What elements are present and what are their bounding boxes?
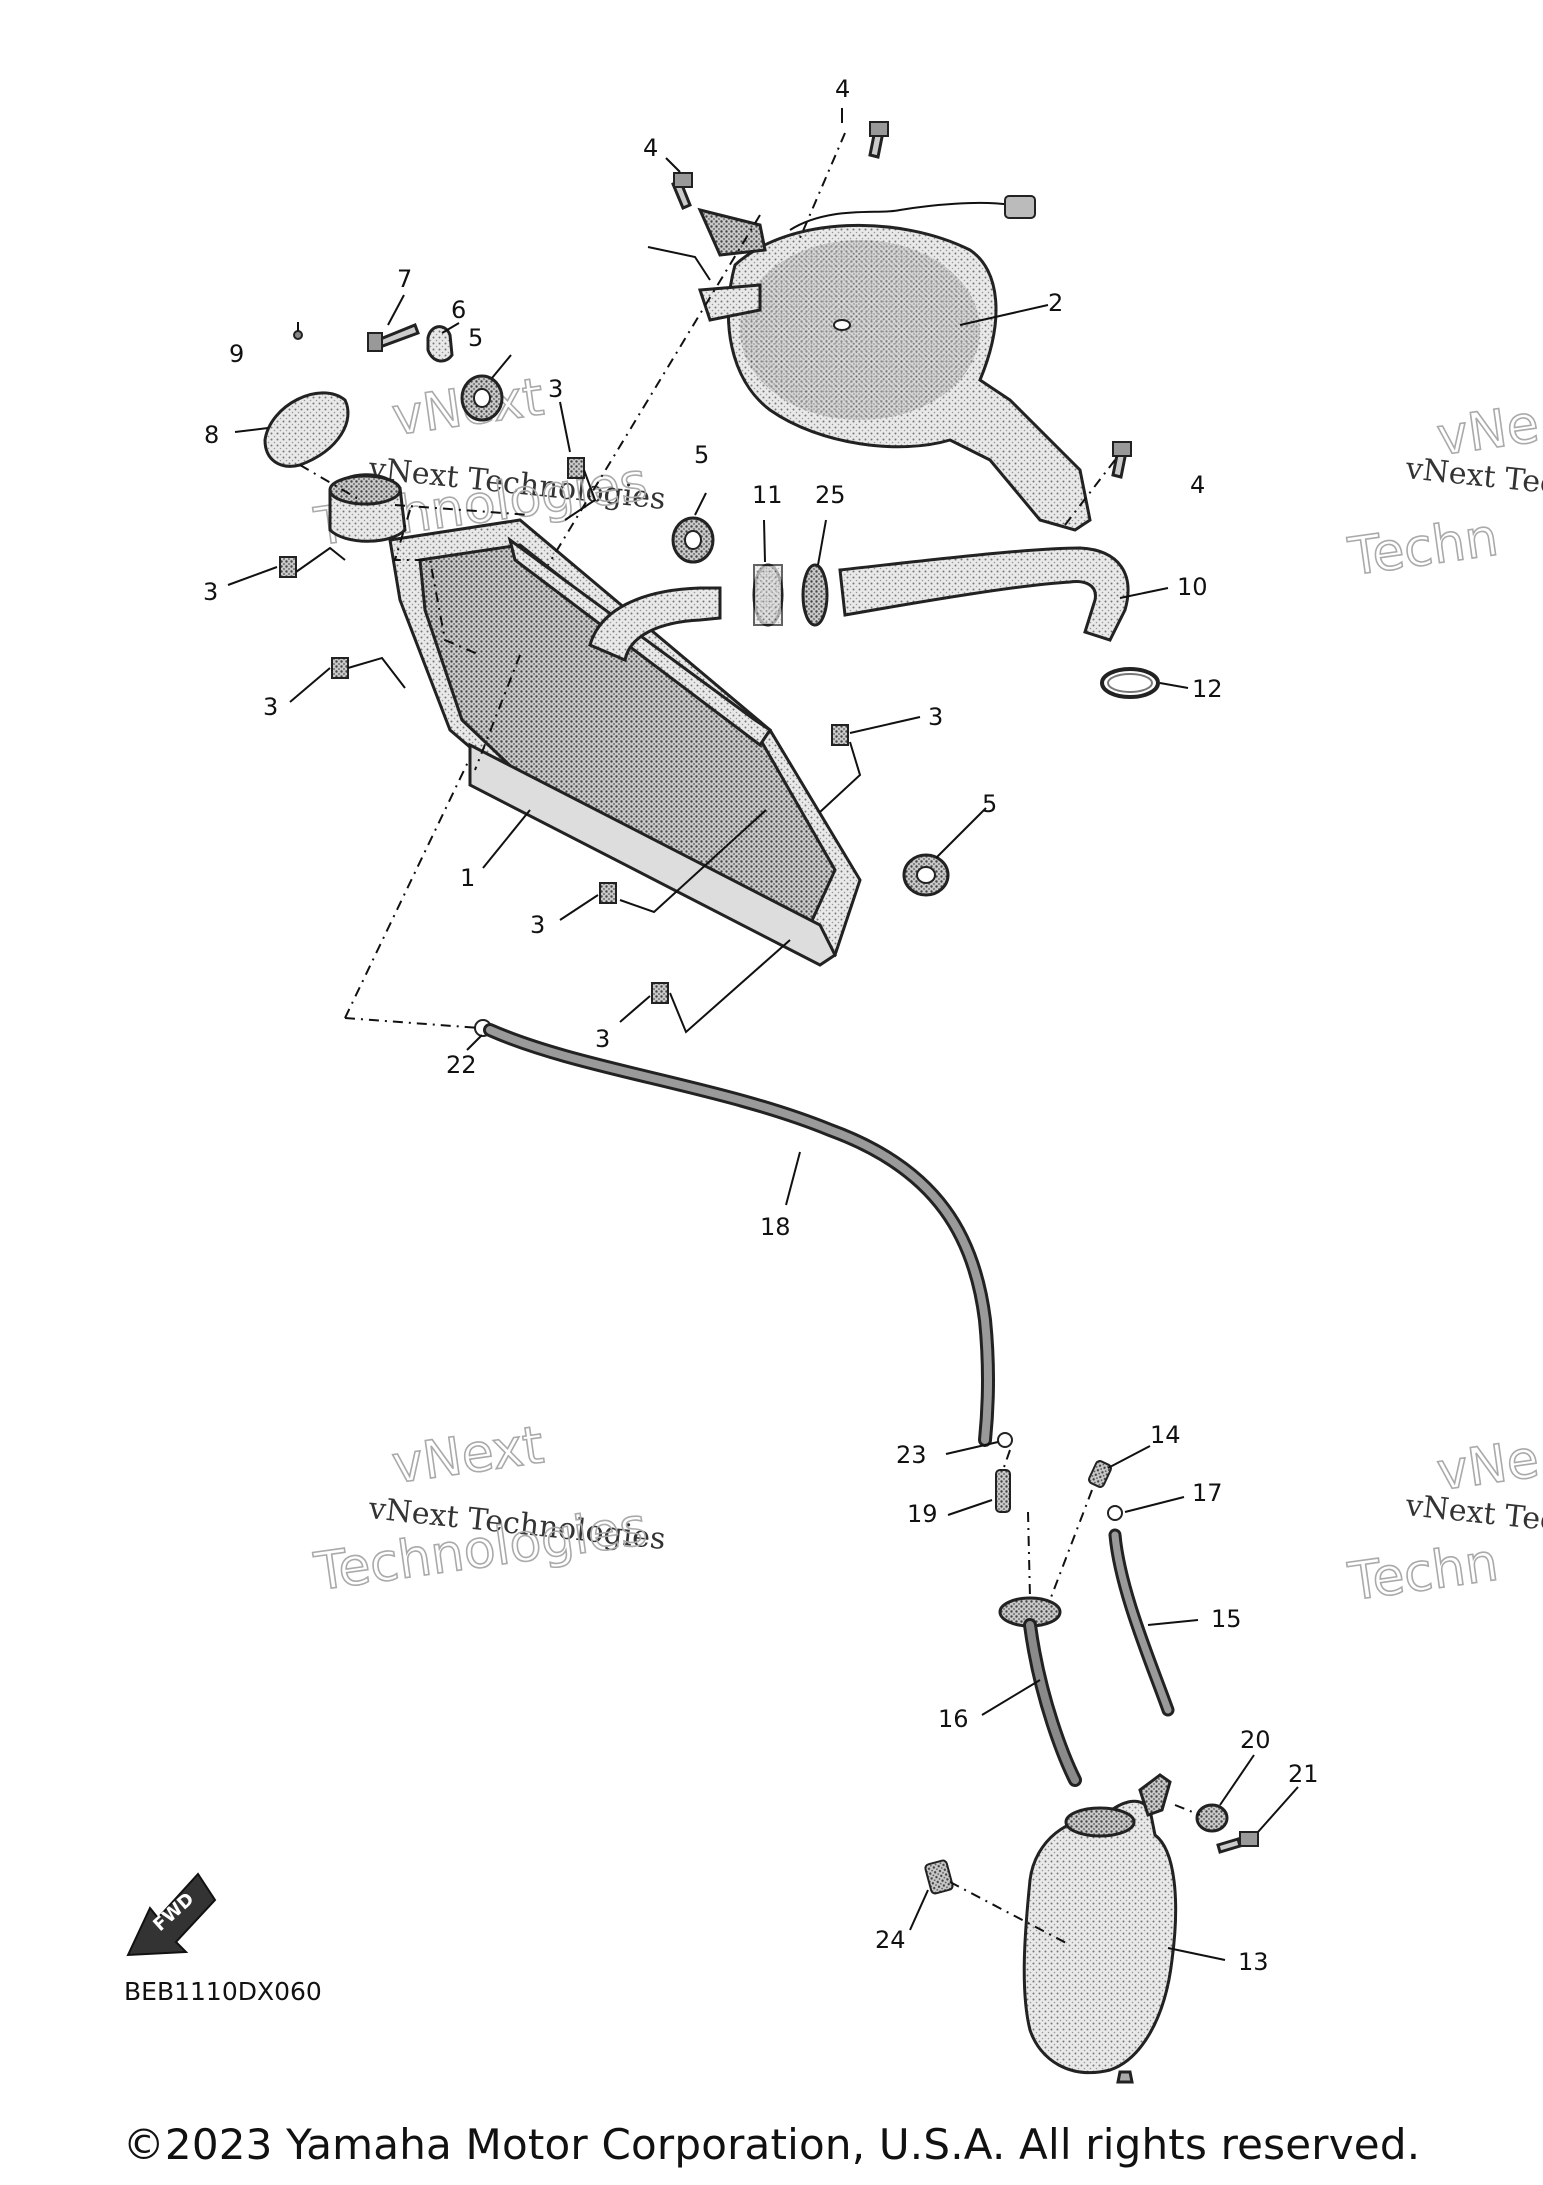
- callout-5: 5: [982, 790, 997, 818]
- watermark-partial-big-1: vNe: [1433, 394, 1542, 468]
- copyright-notice: ©2023 Yamaha Motor Corporation, U.S.A. A…: [122, 2120, 1421, 2169]
- callout-4: 4: [1190, 471, 1205, 499]
- callout-20: 20: [1240, 1726, 1271, 1754]
- part-clamp-25: [801, 563, 829, 627]
- watermark-right-bottom: vNe vNext Tec Techn: [1344, 1429, 1543, 1614]
- part-radiator: [328, 473, 862, 967]
- dash-lines: [299, 132, 1201, 1946]
- part-fan-shroud: [697, 195, 1092, 532]
- callout-10: 10: [1177, 573, 1208, 601]
- part-clip-3d: [831, 724, 849, 746]
- callout-21: 21: [1288, 1760, 1319, 1788]
- watermark-right-top: vNe vNext Tec Techn: [1344, 394, 1543, 589]
- callout-23: 23: [896, 1441, 927, 1469]
- part-bolt-4c: [1111, 441, 1132, 479]
- callout-3: 3: [548, 375, 563, 403]
- callout-3: 3: [203, 578, 218, 606]
- part-joint-19: [995, 1469, 1011, 1513]
- callout-3: 3: [530, 911, 545, 939]
- callout-11: 11: [752, 481, 783, 509]
- callout-15: 15: [1211, 1605, 1242, 1633]
- callout-4: 4: [835, 75, 850, 103]
- part-hose-16: [998, 1596, 1082, 1787]
- part-bolt-4a: [671, 172, 693, 210]
- watermark-partial-small: vNext Tec: [1403, 1488, 1543, 1539]
- part-reservoir-tank: [1022, 1773, 1178, 2084]
- watermark-center-bottom: vNext vNext Technologies Technologies: [310, 1415, 668, 1604]
- part-clip-17: [1107, 1505, 1123, 1521]
- watermark-partial-big-2: Techn: [1344, 508, 1501, 588]
- part-grommet-5b: [671, 516, 715, 564]
- callout-2: 2: [1048, 289, 1063, 317]
- part-radiator-hose: [838, 546, 1130, 642]
- callout-14: 14: [1150, 1421, 1181, 1449]
- callout-7: 7: [397, 265, 412, 293]
- part-clamp-11: [752, 563, 784, 627]
- part-clip-3a: [567, 457, 585, 479]
- callout-4: 4: [643, 134, 658, 162]
- callout-16: 16: [938, 1705, 969, 1733]
- part-hose-15: [1108, 1528, 1175, 1717]
- watermark-partial-big-2: Techn: [1344, 1533, 1501, 1613]
- part-clip-3b: [279, 556, 297, 578]
- callout-19: 19: [907, 1500, 938, 1528]
- part-bolt-4b: [868, 121, 889, 159]
- part-cap-14: [1087, 1460, 1113, 1488]
- part-clip-23: [997, 1432, 1013, 1448]
- part-bolt-21: [1216, 1831, 1259, 1854]
- part-fitting-24: [924, 1859, 954, 1895]
- callout-3: 3: [595, 1025, 610, 1053]
- callout-6: 6: [451, 296, 466, 324]
- callout-labels: 4 4 4 2 7 6 5 9 3 8 5 11 25 3 10 12 3 3 …: [203, 75, 1319, 1976]
- callout-9: 9: [229, 340, 244, 368]
- part-grommet-20: [1195, 1803, 1229, 1833]
- callout-17: 17: [1192, 1479, 1223, 1507]
- callout-22: 22: [446, 1051, 477, 1079]
- part-radiator-cap: [263, 330, 350, 468]
- fwd-arrow-icon: FWD: [126, 1872, 217, 1957]
- part-grommet-5a: [460, 374, 504, 422]
- callout-18: 18: [760, 1213, 791, 1241]
- callout-12: 12: [1192, 675, 1223, 703]
- leader-lines: [227, 108, 1299, 1961]
- callout-3: 3: [263, 693, 278, 721]
- callout-5: 5: [694, 441, 709, 469]
- callout-3: 3: [928, 703, 943, 731]
- part-collar-6: [426, 325, 454, 363]
- part-clamp-12: [1100, 667, 1160, 699]
- watermark-partial-small: vNext Tec: [1403, 451, 1543, 502]
- callout-25: 25: [815, 481, 846, 509]
- part-clip-3c: [331, 657, 349, 679]
- part-breather-hose: [483, 1023, 996, 1447]
- callout-5: 5: [468, 324, 483, 352]
- callout-8: 8: [204, 421, 219, 449]
- callout-24: 24: [875, 1926, 906, 1954]
- watermark-partial-big-1: vNe: [1433, 1429, 1542, 1503]
- part-clip-3e: [599, 882, 617, 904]
- part-grommet-5c: [902, 853, 950, 897]
- watermark-big-1: vNext: [388, 1415, 547, 1496]
- part-clip-3f: [651, 982, 669, 1004]
- callout-1: 1: [460, 864, 475, 892]
- diagram-code: BEB1110DX060: [124, 1977, 322, 2006]
- part-bolt-7: [367, 323, 420, 352]
- callout-13: 13: [1238, 1948, 1269, 1976]
